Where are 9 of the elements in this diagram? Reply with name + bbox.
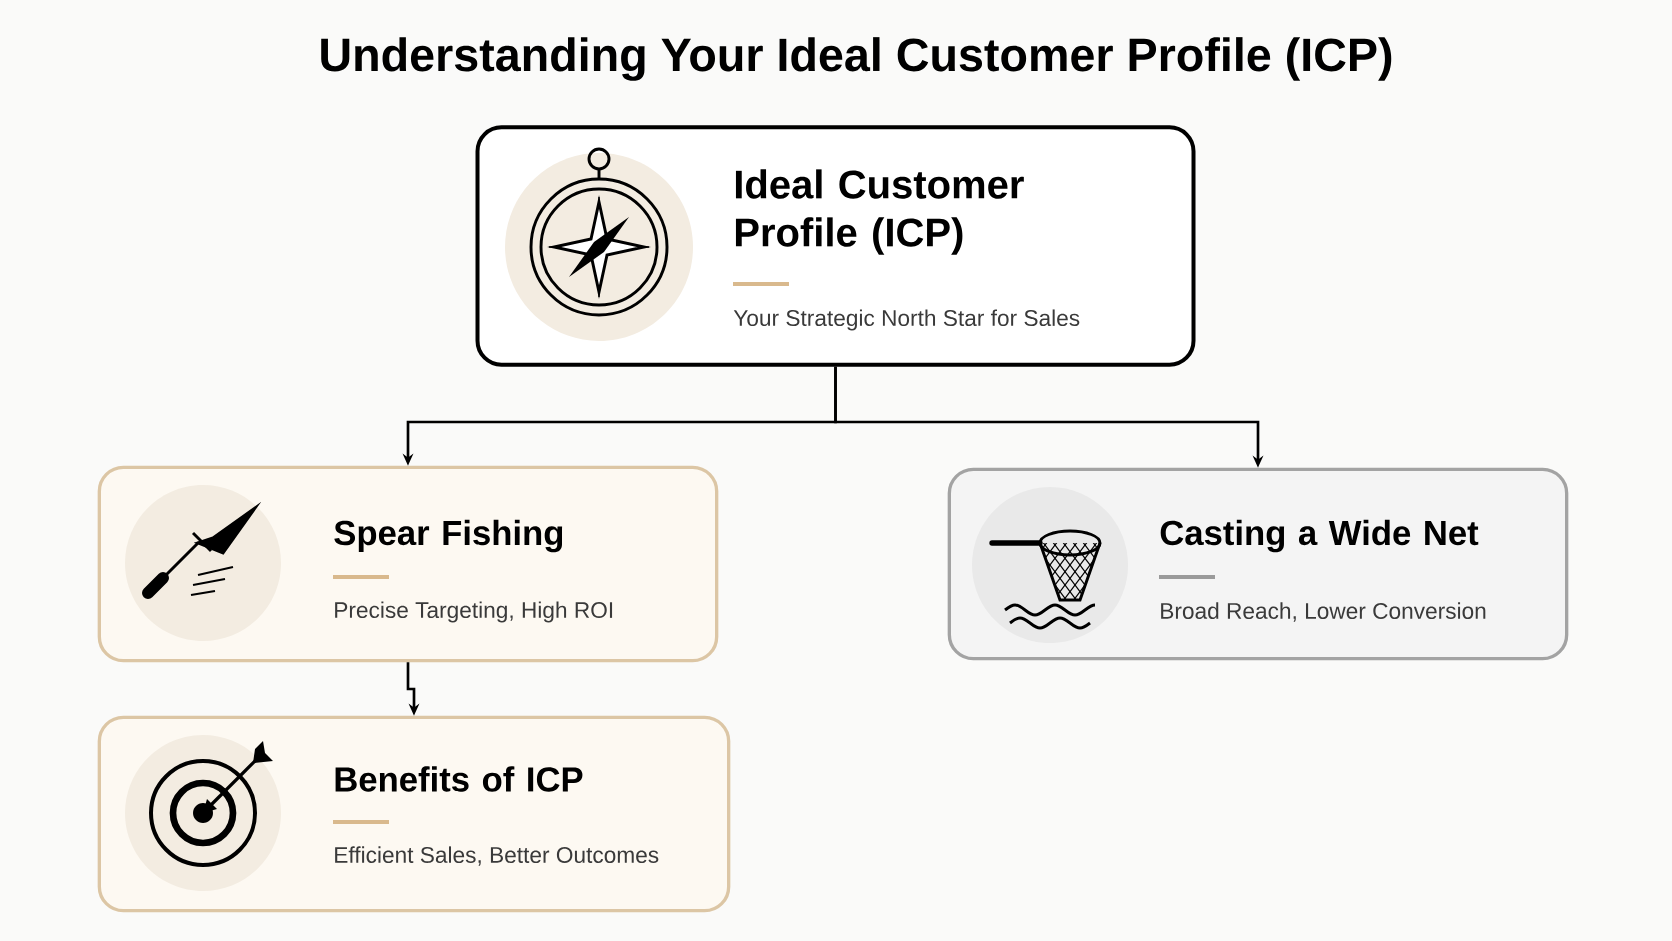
card-title: Spear Fishing <box>334 519 563 553</box>
card-subtitle: Broad Reach, Lower Conversion <box>1161 602 1486 622</box>
card-subtitle: Efficient Sales, Better Outcomes <box>335 846 659 866</box>
card-subtitle: Your Strategic North Star for Sales <box>733 309 1080 331</box>
card-title: Casting a Wide Net <box>1160 519 1479 553</box>
title: Understanding Your Ideal Customer Profile (ICP) <box>321 37 1392 81</box>
card-title: Benefits of ICP <box>335 766 583 792</box>
card-subtitle: Precise Targeting, High ROI <box>335 601 613 623</box>
card-title: Ideal Customer Profile (ICP) <box>735 169 1024 255</box>
